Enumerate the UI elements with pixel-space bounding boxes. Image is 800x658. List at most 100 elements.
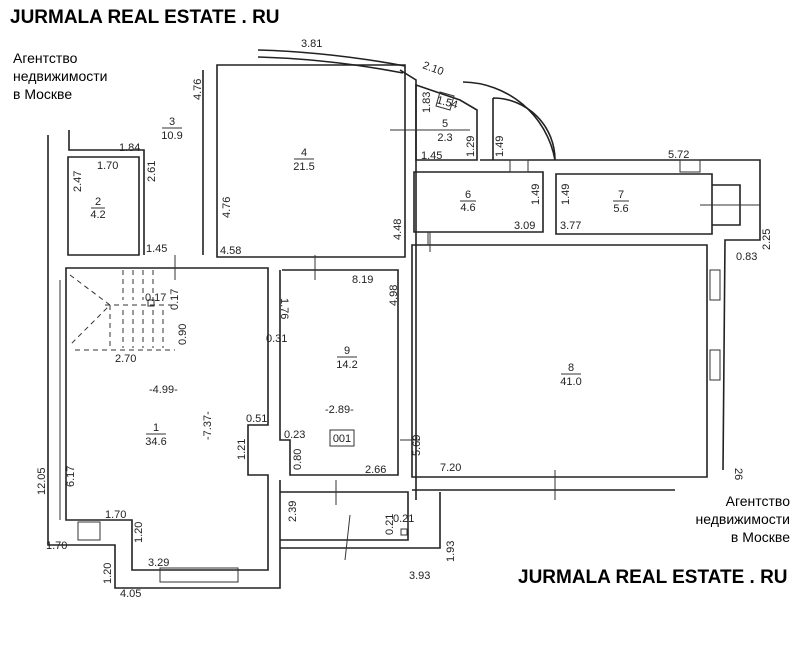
dimension-label: 1.76 xyxy=(278,298,290,319)
dimension-label: 4.76 xyxy=(192,79,204,100)
room-7-label: 75.6 xyxy=(613,189,629,215)
dimension-label: 1.45 xyxy=(146,243,167,255)
dimension-label: 8 xyxy=(568,362,574,374)
dimension-label: 2.47 xyxy=(72,171,84,192)
room-labels: 134.6 24.2 310.9 421.5 52.3 64.6 75.6 84… xyxy=(90,116,629,448)
plan-line xyxy=(480,159,761,471)
dimension-label: 1.54 xyxy=(435,94,459,111)
dimension-label: 0.23 xyxy=(284,429,305,441)
dimension-label: 21.5 xyxy=(293,161,314,173)
plan-line xyxy=(280,491,409,541)
dimension-label: 9 xyxy=(344,345,350,357)
dimension-label: 3.29 xyxy=(148,557,169,569)
dimension-label: 5.69 xyxy=(411,435,423,456)
plan-line xyxy=(329,429,355,447)
plan-line xyxy=(555,173,713,235)
dimension-label: 6.17 xyxy=(65,466,77,487)
dimension-label: 2.10 xyxy=(421,60,445,79)
dimension-label: 1.93 xyxy=(445,541,457,562)
dimension-label: 0.31 xyxy=(266,333,287,345)
plan-line xyxy=(399,69,417,500)
dimension-label: 4.2 xyxy=(90,209,105,221)
dimension-label: 2 xyxy=(95,196,101,208)
plan-line xyxy=(67,156,140,256)
dimension-label: 1.49 xyxy=(494,136,506,157)
dimension-label: 3.09 xyxy=(514,220,535,232)
plan-line xyxy=(435,91,701,173)
dimension-label: 4.76 xyxy=(221,197,233,218)
dimension-label: 1.70 xyxy=(46,540,67,552)
dimension-label: -7.37- xyxy=(202,411,214,440)
dimension-label: 1 xyxy=(153,422,159,434)
room-4-label: 421.5 xyxy=(293,147,314,173)
plan-line xyxy=(257,49,406,67)
dimension-label: 2.3 xyxy=(437,132,452,144)
dimension-label: 2.70 xyxy=(115,353,136,365)
plan-line xyxy=(413,171,544,233)
plan-line xyxy=(47,135,281,589)
room-5-label: 52.3 xyxy=(437,118,453,144)
dimension-label: 7.20 xyxy=(440,462,461,474)
dimension-label: 26 xyxy=(732,468,744,480)
dimension-label: 0.51 xyxy=(246,413,267,425)
dimension-label: 4.05 xyxy=(120,588,141,600)
dimension-label: 1.21 xyxy=(236,439,248,460)
plan-line xyxy=(65,267,269,571)
dimension-label: 3.77 xyxy=(560,220,581,232)
dimension-label: 2.61 xyxy=(146,161,158,182)
dimension-label: 7 xyxy=(618,189,624,201)
dimension-label: 4.6 xyxy=(460,202,475,214)
dimension-label: 1.49 xyxy=(530,184,542,205)
plan-line xyxy=(492,97,556,161)
brand-watermark-bottom: JURMALA REAL ESTATE . RU xyxy=(518,567,788,588)
room-1-label: 134.6 xyxy=(145,422,166,448)
dimension-label: 1.45 xyxy=(421,150,442,162)
staircase xyxy=(69,270,175,351)
dimension-label: 0.83 xyxy=(736,251,757,263)
dimension-label: 8.19 xyxy=(352,274,373,286)
plan-line xyxy=(68,130,145,255)
plan-line xyxy=(147,299,155,307)
agency-line: в Москве xyxy=(13,86,73,102)
plan-line xyxy=(122,270,164,348)
agency-line: Агентство xyxy=(725,493,790,509)
dimension-label: 1.70 xyxy=(97,160,118,172)
dimension-label: 10.9 xyxy=(161,130,182,142)
room-3-label: 310.9 xyxy=(161,116,182,142)
dimension-label: 1.20 xyxy=(133,522,145,543)
dimension-label: -2.89- xyxy=(325,404,354,416)
dimension-label: 34.6 xyxy=(145,436,166,448)
plan-line xyxy=(415,83,478,161)
plan-line xyxy=(462,81,556,161)
plan-line xyxy=(279,269,399,476)
dimension-label: 0.21 xyxy=(384,514,396,535)
dimension-label: 2.25 xyxy=(761,229,773,250)
dimension-label: 3.81 xyxy=(301,38,322,50)
dimension-label: 1.83 xyxy=(421,92,433,113)
dimension-label: 5.6 xyxy=(613,203,628,215)
room-6-label: 64.6 xyxy=(460,189,476,214)
dimension-label: 4.58 xyxy=(220,245,241,257)
plan-line xyxy=(257,56,404,74)
dimension-label: 1.84 xyxy=(119,142,140,154)
plan-line xyxy=(216,64,406,258)
dimension-label: 14.2 xyxy=(336,359,357,371)
dimension-label: 2.66 xyxy=(365,464,386,476)
plan-line xyxy=(280,492,441,549)
dimension-label: 1.29 xyxy=(465,136,477,157)
dimension-label: 41.0 xyxy=(560,376,581,388)
plan-line xyxy=(59,280,239,583)
dimension-label: 4 xyxy=(301,147,307,159)
dimension-label: 1.20 xyxy=(102,563,114,584)
plan-line xyxy=(69,274,175,351)
agency-watermark-top: Агентство недвижимости в Москве xyxy=(13,49,107,103)
dimension-label: 0.90 xyxy=(177,324,189,345)
dimension-label: 5 xyxy=(442,118,448,130)
plan-line xyxy=(400,528,408,536)
agency-line: Агентство xyxy=(13,50,78,66)
room-tag: 001 xyxy=(333,433,351,445)
dimension-label: 0.80 xyxy=(292,449,304,470)
dimension-label: 5.72 xyxy=(668,149,689,161)
dimension-label: 3 xyxy=(169,116,175,128)
